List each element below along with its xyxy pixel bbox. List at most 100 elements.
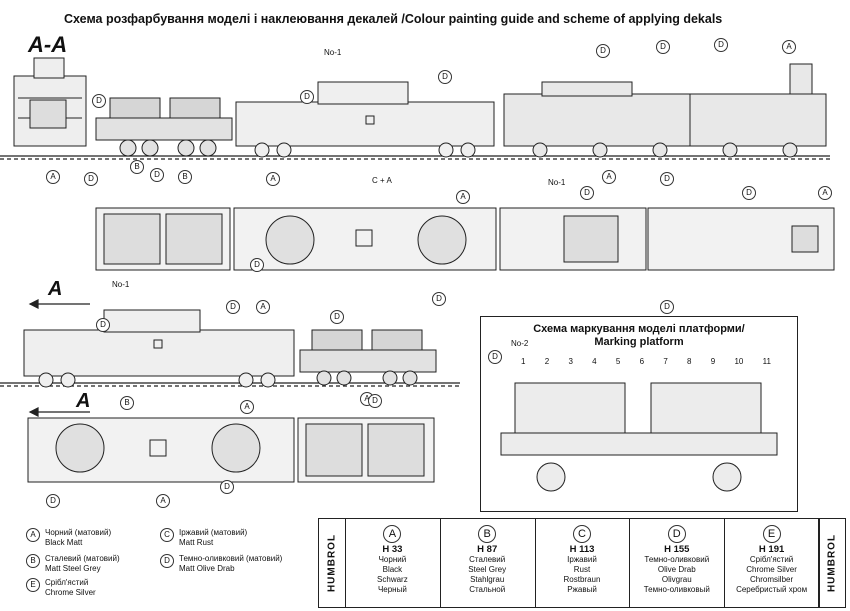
paint-name: Серебристый хром [736,585,808,594]
paint-letter: C [572,525,591,543]
inset-number: 11 [762,357,771,366]
locomotive-top [503,63,827,158]
brand-label-left: HUMBROL [319,519,346,607]
paint-callout: D [368,394,382,408]
paint-callout: B [178,170,192,184]
paint-callout: D [84,172,98,186]
inset-title: Схема маркування моделі платформи/ Marki… [481,323,797,349]
paint-letter: B [478,525,497,543]
paint-name: Stahlgrau [470,575,505,584]
legend-item: C Іржавий (матовий)Matt Rust [160,528,247,548]
legend-en: Matt Steel Grey [45,564,101,573]
legend-letter: D [160,554,174,568]
paint-callout: A [818,186,832,200]
paint-name: Schwarz [377,575,408,584]
inset-number: 2 [544,357,550,366]
paint-callout: D [300,90,314,104]
paint-name: Rust [573,565,591,574]
legend-ua: Срібл'ястий [45,578,89,587]
legend-en: Chrome Silver [45,588,96,597]
legend-en: Matt Olive Drab [179,564,235,573]
paint-name: Срібл'ястий [749,555,794,564]
legend-item: A Чорний (матовий)Black Matt [26,528,111,548]
legend-letter: E [26,578,40,592]
paint-name: Черный [377,585,407,594]
legend-en: Black Matt [45,538,83,547]
armored-car-top [235,81,495,158]
legend-en: Matt Rust [179,538,214,547]
paint-name: Chromsilber [750,575,794,584]
paint-callout: A [156,494,170,508]
paint-letter: A [383,525,402,543]
decal-label: No-1 [324,48,342,57]
inset-drawing [500,382,778,492]
paint-callout: A [602,170,616,184]
legend-letter: A [26,528,40,542]
paint-callout: D [150,168,164,182]
marking-platform-inset: Схема маркування моделі платформи/ Marki… [480,316,798,512]
inset-number: 6 [639,357,645,366]
paint-callout: D [714,38,728,52]
view-arrows [28,299,90,417]
paint-name: Rostbraun [563,575,601,584]
paint-callout: D [220,480,234,494]
armored-car-mid [23,309,295,388]
inset-number: 5 [615,357,621,366]
brand-label-right: HUMBROL [818,519,845,607]
paint-callout: D [596,44,610,58]
paint-name: Olivgrau [661,575,692,584]
legend-letter: B [26,554,40,568]
legend-letter: C [160,528,174,542]
paint-code: H 113 [569,544,595,555]
page-title: Схема розфарбування моделі і наклеювання… [64,12,723,26]
paint-callout: D [656,40,670,54]
legend-item: B Сталевий (матовий)Matt Steel Grey [26,554,120,574]
decal-label: No-2 [511,339,529,348]
paint-name: Стальной [469,585,506,594]
legend-ua: Іржавий (матовий) [179,528,248,537]
decal-label: No-1 [548,178,566,187]
legend-item: D Темно-оливковий (матовий)Matt Olive Dr… [160,554,282,574]
paint-name: Ржавый [567,585,597,594]
inset-title-line1: Схема маркування моделі платформи/ [533,323,745,335]
paint-callout: A [456,190,470,204]
paint-code: H 33 [382,544,403,555]
paint-callout: A [266,172,280,186]
paint-callout: D [580,186,594,200]
inset-number: 9 [710,357,716,366]
paint-code: H 155 [664,544,690,555]
paint-callout: A [46,170,60,184]
inset-number: 1 [521,357,526,366]
inset-number: 7 [663,357,668,366]
paint-callout: D [660,300,674,314]
paint-letter: D [667,525,686,543]
paint-name: Сталевий [469,555,506,564]
legend-ua: Темно-оливковий (матовий) [179,554,283,563]
inset-number: 10 [734,357,744,366]
inset-number: 3 [568,357,573,366]
flatcar-mid [299,329,437,386]
paint-code: H 87 [477,544,498,555]
plan-view-row1 [95,207,835,271]
paint-name: Steel Grey [468,565,507,574]
paint-callout: A [240,400,254,414]
paint-code: H 191 [758,544,785,555]
paint-name: Olive Drab [657,565,696,574]
legend-ua: Сталевий (матовий) [45,554,120,563]
paint-callout: D [432,292,446,306]
paint-callout: D [250,258,264,272]
paint-callout: D [660,172,674,186]
view-arrow-label: A [76,390,91,412]
rail-mid [0,382,460,387]
paint-callout: D [46,494,60,508]
paint-callout: A [782,40,796,54]
